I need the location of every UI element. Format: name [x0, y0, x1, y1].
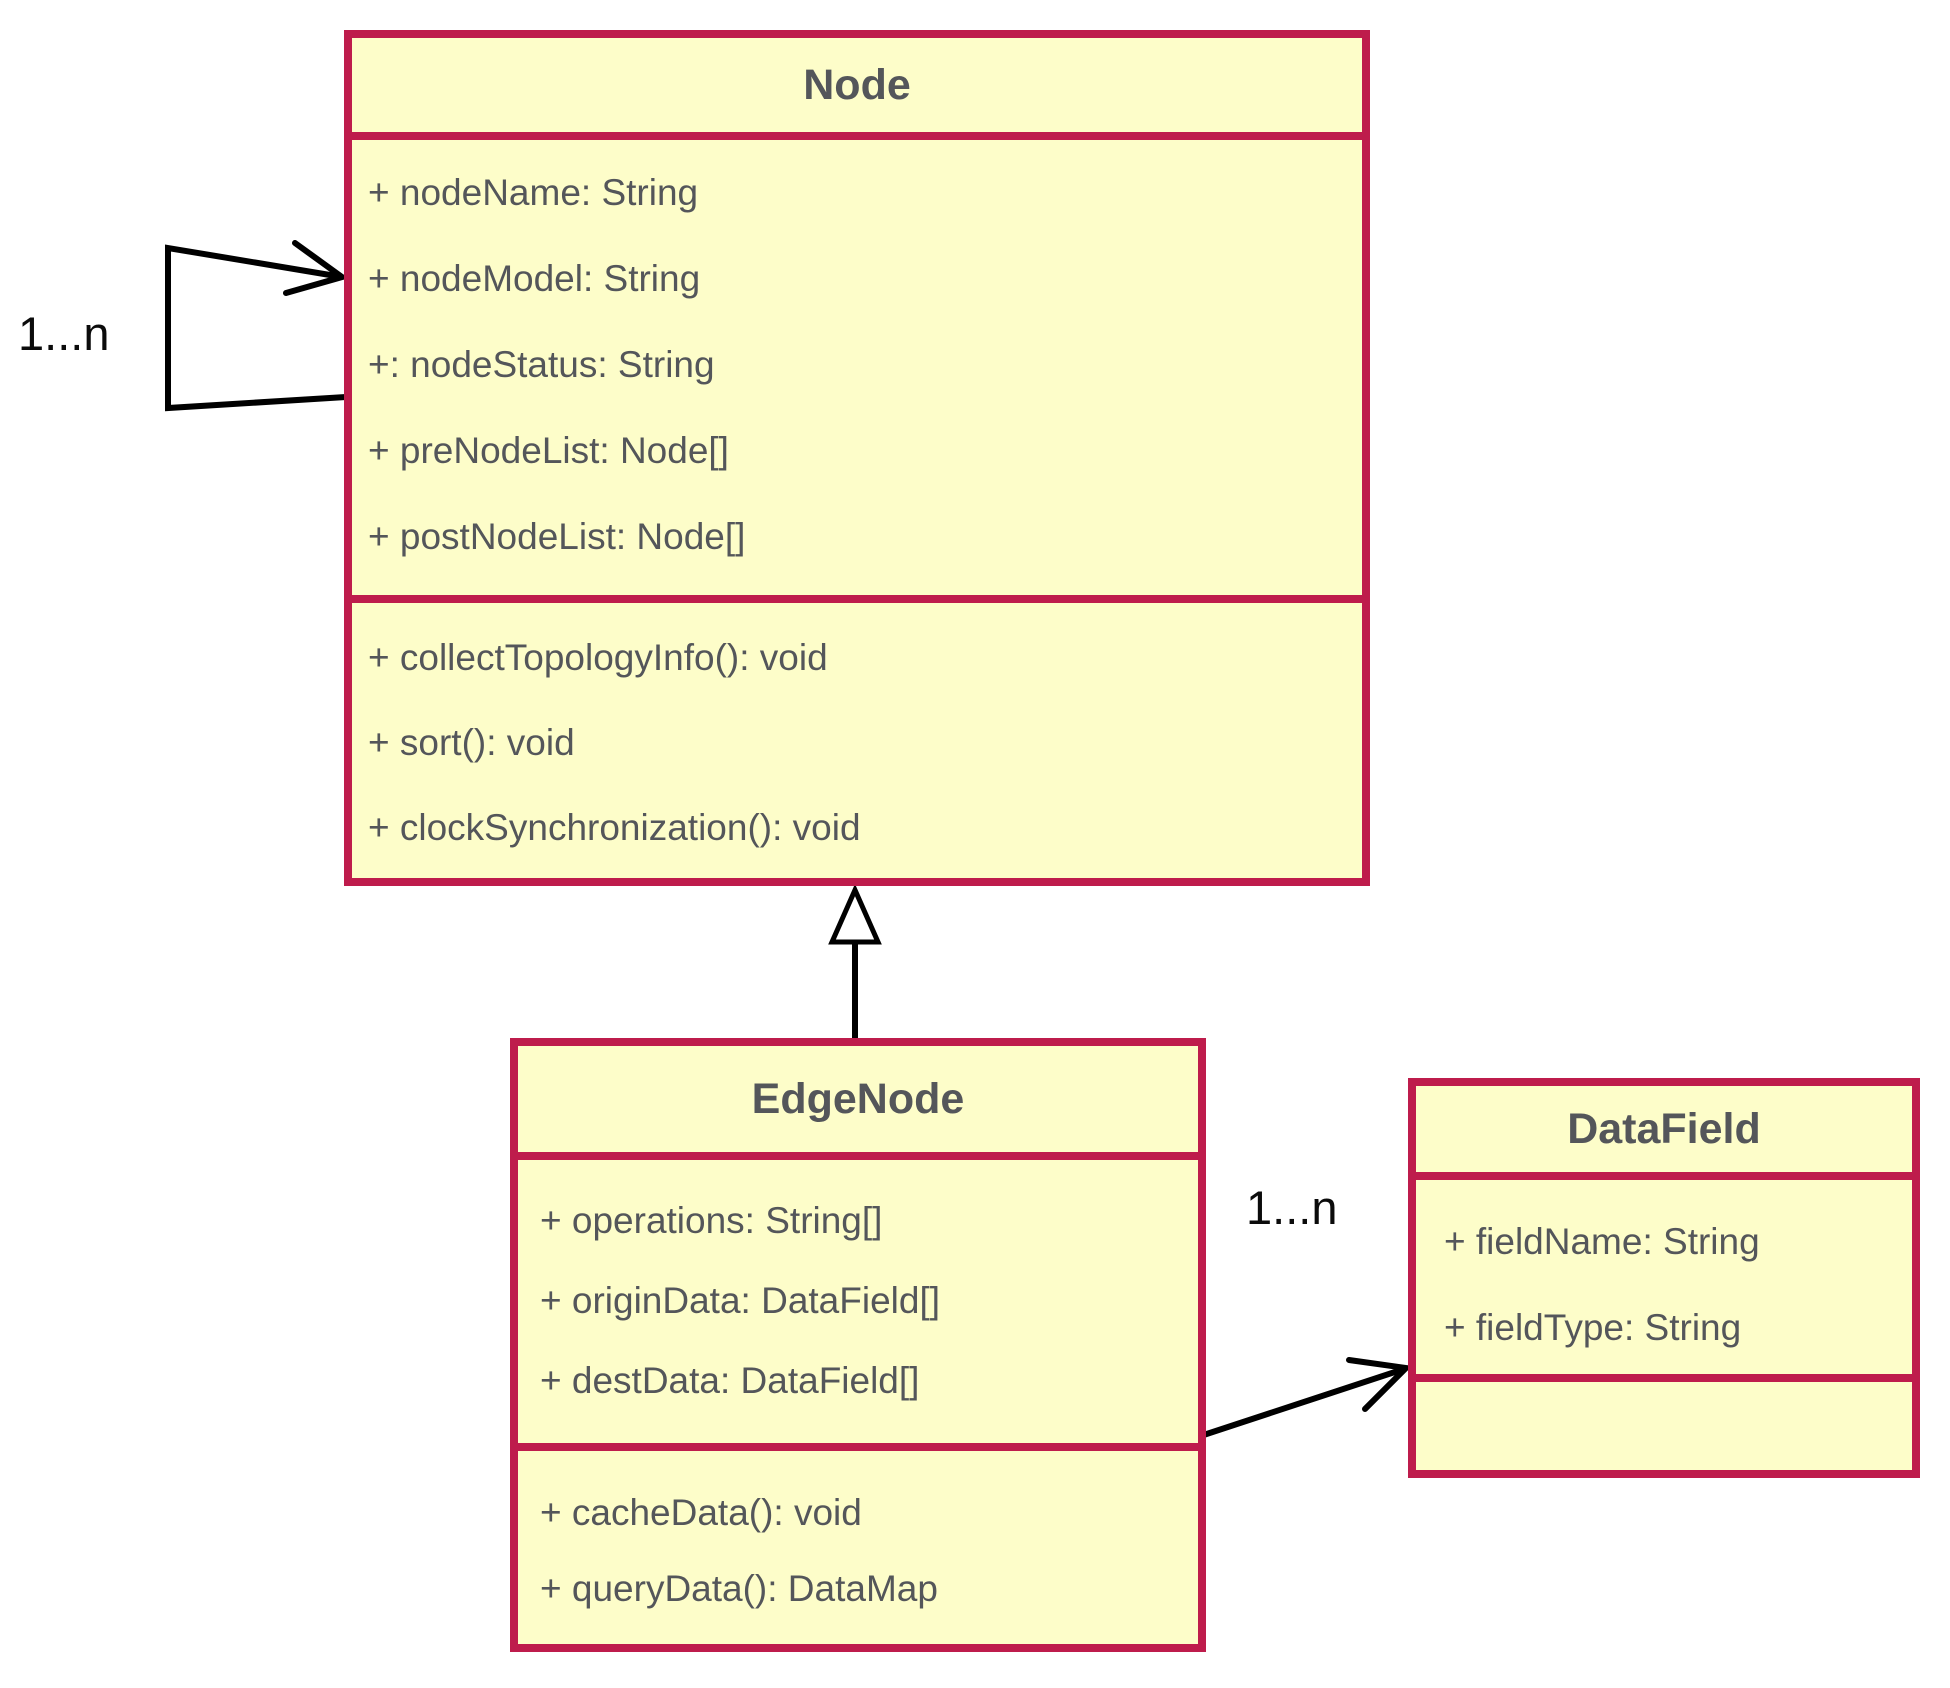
- method-row: + sort(): void: [368, 721, 575, 763]
- class-box-datafield: DataField + fieldName: String + fieldTyp…: [1408, 1078, 1920, 1478]
- method-row: + clockSynchronization(): void: [368, 806, 861, 848]
- method-row: + collectTopologyInfo(): void: [368, 636, 828, 678]
- attribute-row: + operations: String[]: [540, 1200, 883, 1241]
- edgenode-methods-compartment: + cacheData(): void + queryData(): DataM…: [518, 1443, 1198, 1644]
- class-title-edgenode: EdgeNode: [751, 1074, 965, 1123]
- class-box-edgenode: EdgeNode + operations: String[] + origin…: [510, 1038, 1206, 1652]
- class-title-node: Node: [803, 60, 911, 109]
- multiplicity-label-node-self: 1...n: [18, 307, 110, 360]
- attribute-row: + postNodeList: Node[]: [368, 516, 746, 557]
- method-row: + cacheData(): void: [540, 1492, 862, 1533]
- attribute-row: + fieldType: String: [1444, 1307, 1742, 1348]
- node-attributes-compartment: + nodeName: String + nodeModel: String +…: [352, 132, 1362, 595]
- attribute-row: + preNodeList: Node[]: [368, 430, 729, 471]
- attribute-row: +: nodeStatus: String: [368, 344, 715, 385]
- node-self-association-connector: [165, 240, 349, 412]
- attribute-row: + nodeName: String: [368, 172, 699, 213]
- edgenode-attributes-compartment: + operations: String[] + originData: Dat…: [518, 1152, 1198, 1443]
- datafield-attributes-compartment: + fieldName: String + fieldType: String: [1416, 1172, 1912, 1374]
- attribute-row: + originData: DataField[]: [540, 1280, 941, 1321]
- method-row: + queryData(): DataMap: [540, 1568, 938, 1609]
- multiplicity-label-edgenode-datafield: 1...n: [1246, 1181, 1338, 1234]
- class-title-datafield: DataField: [1567, 1104, 1761, 1153]
- attribute-row: + fieldName: String: [1444, 1221, 1760, 1262]
- attribute-row: + destData: DataField[]: [540, 1360, 920, 1401]
- datafield-methods-compartment-empty: [1416, 1374, 1912, 1470]
- generalization-connector-edgenode-to-node: [828, 883, 882, 1045]
- node-methods-compartment: + collectTopologyInfo(): void + sort(): …: [352, 595, 1362, 878]
- attribute-row: + nodeModel: String: [368, 258, 701, 299]
- class-box-node: Node + nodeName: String + nodeModel: Str…: [344, 30, 1370, 886]
